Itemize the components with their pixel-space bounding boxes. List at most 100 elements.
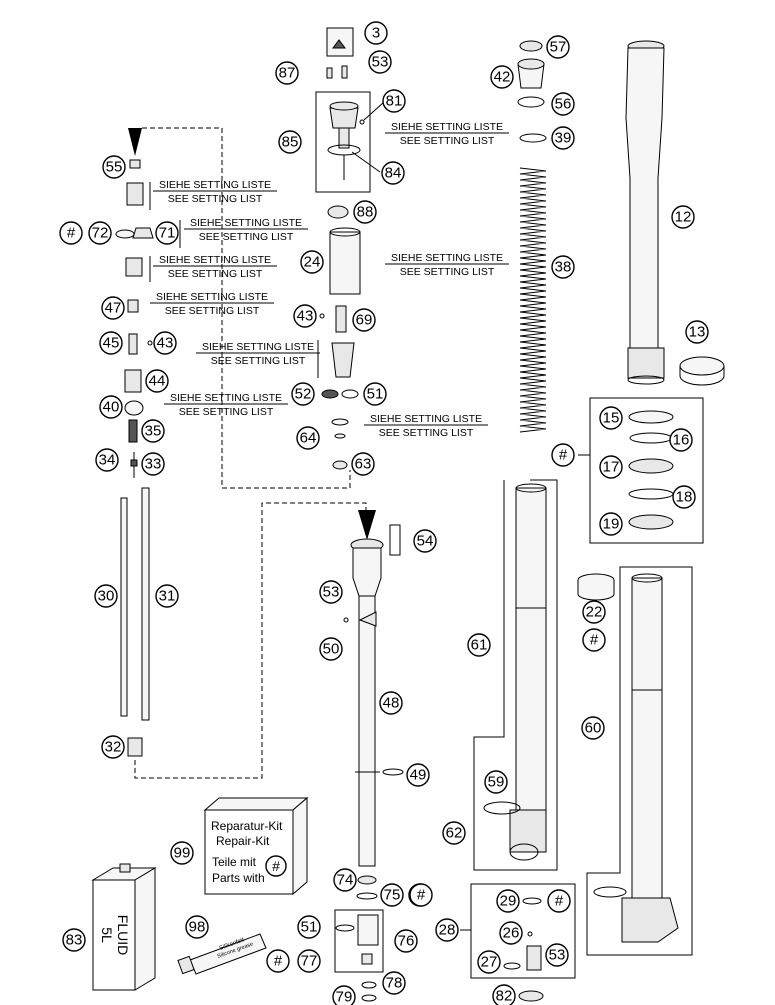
callout-50: 50 (319, 637, 343, 661)
callout-30: 30 (94, 584, 118, 608)
callout-99: 99 (170, 841, 194, 865)
fork-leg-60 (586, 566, 693, 956)
callout-label: 84 (385, 165, 402, 182)
callout-label: 32 (105, 739, 122, 756)
callout-64: 64 (296, 426, 320, 450)
callout-59: 59 (484, 770, 508, 794)
callout-label: 17 (603, 459, 620, 476)
setting-note-en: SEE SETTING LIST (379, 427, 474, 439)
setting-note-en: SEE SETTING LIST (179, 406, 274, 418)
setting-note-de: SIEHE SETTING LISTE (159, 254, 271, 266)
callout-24: 24 (300, 250, 324, 274)
callout-49: 49 (406, 763, 430, 787)
callout-label: 43 (157, 335, 174, 352)
callout-51: 51 (363, 382, 387, 406)
callout-35: 35 (141, 419, 165, 443)
callout-27: 27 (477, 950, 501, 974)
callout-60: 60 (581, 716, 605, 740)
callout-label: 56 (555, 96, 572, 113)
grease-tube: Silikonfett Silicone grease (177, 933, 267, 975)
callout-43: 43 (293, 304, 317, 328)
callout-label: 55 (106, 159, 123, 176)
fluid-can: FLUID 5L (91, 863, 157, 991)
callout-label: 31 (159, 588, 176, 605)
callout-31: 31 (155, 584, 179, 608)
setting-note-de: SIEHE SETTING LISTE (190, 217, 302, 229)
callout-label: 52 (295, 386, 312, 403)
part-85-frame (315, 91, 371, 193)
callout-83: 83 (62, 928, 86, 952)
callout-label: # (555, 893, 564, 910)
setting-note-en: SEE SETTING LIST (168, 268, 263, 280)
callout-98: 98 (185, 915, 209, 939)
callout-label: 54 (417, 533, 434, 550)
callout-label: 72 (92, 225, 109, 242)
callout-label: 16 (673, 432, 690, 449)
callout-42: 42 (490, 65, 514, 89)
callout-28: 28 (435, 918, 459, 942)
callout-label: # (417, 887, 426, 904)
callout-38: 38 (551, 255, 575, 279)
callout-label: 22 (586, 604, 603, 621)
callout-label: 44 (149, 373, 166, 390)
callout-76: 76 (394, 929, 418, 953)
callout-label: 40 (103, 399, 120, 416)
callout-57: 57 (546, 35, 570, 59)
callout-75: 75 (380, 883, 404, 907)
callout-label: 71 (159, 225, 176, 242)
left-valve-stack (115, 128, 181, 757)
callout-52: 52 (291, 382, 315, 406)
callout-label: # (590, 632, 599, 649)
kit-line1: Reparatur-Kit (211, 819, 283, 833)
kit-line3: Teile mit (212, 855, 257, 869)
callout-label: 79 (336, 989, 353, 1005)
callout-label: 13 (689, 324, 706, 341)
fork-leg-61 (473, 479, 558, 871)
callout-label: 12 (675, 209, 692, 226)
setting-note: SIEHE SETTING LISTE SEE SETTING LIST (385, 121, 509, 147)
part-28-box (460, 883, 576, 1002)
callout-40: 40 (99, 395, 123, 419)
setting-note-en: SEE SETTING LIST (168, 193, 263, 205)
setting-note-en: SEE SETTING LIST (400, 135, 495, 147)
callout-label: 76 (398, 933, 415, 950)
callout-62: 62 (442, 821, 466, 845)
callout-56: 56 (551, 92, 575, 116)
callout-label: 69 (356, 312, 373, 329)
callout-39: 39 (551, 126, 575, 150)
callout-label: # (559, 447, 568, 464)
callout-label: 53 (323, 584, 340, 601)
callout-33: 33 (141, 452, 165, 476)
callout-label: 61 (471, 637, 488, 654)
fluid-label2: 5L (99, 927, 115, 943)
callout-53: 53 (545, 943, 569, 967)
callout-label: 98 (189, 919, 206, 936)
callout-label: 51 (301, 919, 318, 936)
callout-label: 30 (98, 588, 115, 605)
middle-valve-stack (317, 205, 361, 470)
callout-51: 51 (297, 915, 321, 939)
callout-label: 48 (383, 695, 400, 712)
setting-note-de: SIEHE SETTING LISTE (391, 121, 503, 133)
callout-43: 43 (153, 331, 177, 355)
callout-label: 51 (367, 386, 384, 403)
cartridge-top-group (315, 27, 385, 193)
outer-tube-12 (625, 40, 725, 386)
callout-77: 77 (297, 949, 321, 973)
callout-72: 72 (88, 221, 112, 245)
callout-label: 78 (386, 975, 403, 992)
callout-44: 44 (145, 369, 169, 393)
callout-label: 38 (555, 259, 572, 276)
callout-label: 83 (66, 932, 83, 949)
callout-kit-symbol: # (551, 443, 575, 467)
callout-54: 54 (413, 529, 437, 553)
callout-13: 13 (685, 320, 709, 344)
callout-label: 82 (496, 988, 513, 1005)
callout-label: 81 (386, 93, 403, 110)
callout-label: 43 (297, 308, 314, 325)
